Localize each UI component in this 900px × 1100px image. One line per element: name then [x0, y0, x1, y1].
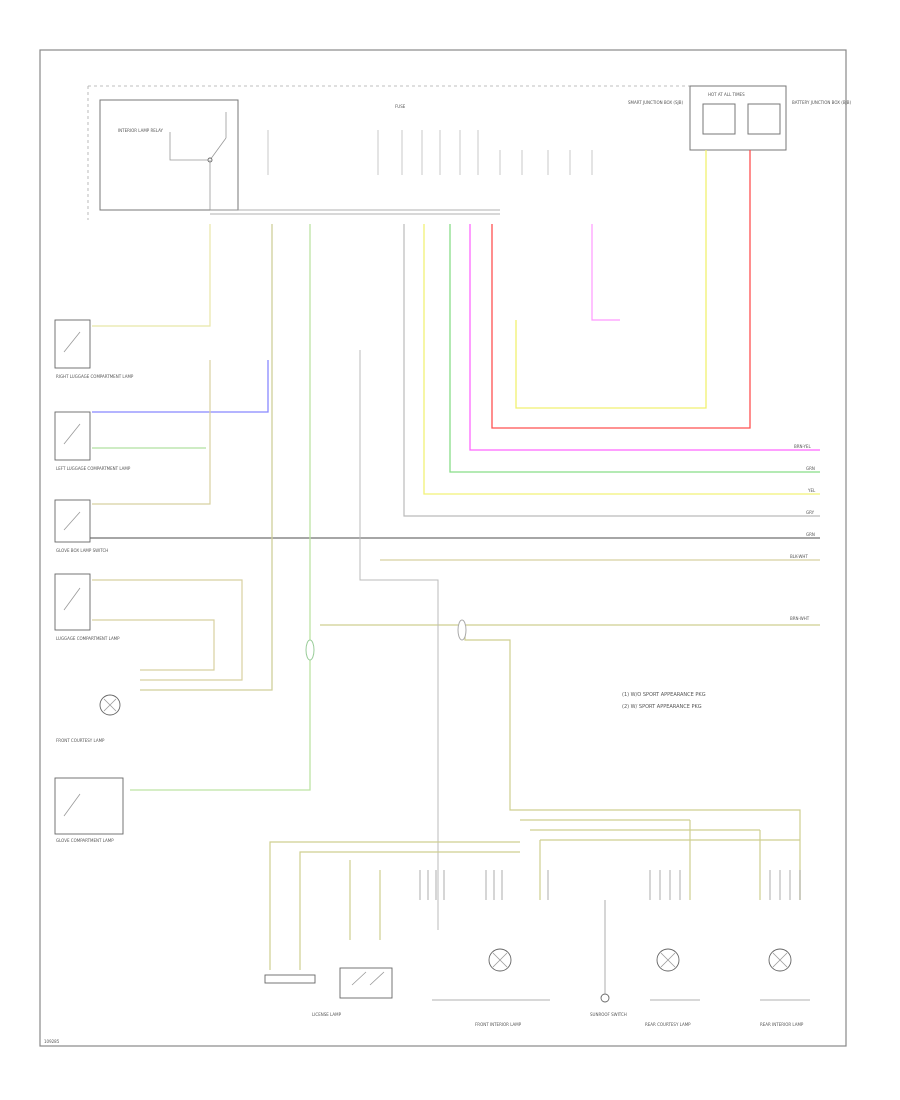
legend-item-2: (2) W/ SPORT APPEARANCE PKG — [622, 704, 702, 710]
glove-box-switch: GLOVE BOX LAMP SWITCH — [54, 499, 108, 553]
wire-bundle-2 — [92, 619, 215, 671]
front-interior-lamp: FRONT INTERIOR LAMP — [432, 948, 550, 1027]
wire-label-5: GRN — [806, 532, 815, 537]
wire-label-3: YEL — [807, 488, 816, 493]
fuse-right-note: BATTERY JUNCTION BOX (BJB) — [792, 100, 851, 105]
fuse-block-label: HOT AT ALL TIMES — [708, 92, 745, 97]
relay-coil — [169, 112, 227, 161]
diagram-frame — [39, 49, 847, 1047]
left-luggage-lamp: LEFT LUGGAGE COMPARTMENT LAMP — [54, 411, 131, 471]
wire-green-1 — [449, 224, 820, 473]
legend-item-1: (1) W/O SPORT APPEARANCE PKG — [622, 692, 706, 698]
rear-courtesy-lamp: REAR COURTESY LAMP — [645, 948, 700, 1027]
wire-tan-short — [92, 360, 211, 505]
glove-compartment-lamp: GLOVE COMPARTMENT LAMP — [54, 777, 124, 843]
wire-magenta — [469, 224, 820, 451]
wire-magenta-branch — [591, 224, 620, 321]
svg-text:REAR COURTESY LAMP: REAR COURTESY LAMP — [645, 1022, 691, 1027]
luggage-compartment-lamp: LUGGAGE COMPARTMENT LAMP — [54, 573, 120, 641]
connector-bank — [419, 870, 801, 900]
wire-label-6: BLK-WHT — [790, 554, 808, 559]
rear-interior-lamp: REAR INTERIOR LAMP — [760, 948, 810, 1027]
wire-lightgreen-vert — [130, 224, 311, 791]
wire-red — [491, 150, 751, 429]
front-courtesy-lamp: FRONT COURTESY LAMP — [56, 694, 121, 743]
svg-text:SUNROOF SWITCH: SUNROOF SWITCH — [590, 1012, 627, 1017]
wire-label-2: GRN — [806, 466, 815, 471]
wire-blue — [92, 360, 269, 413]
fuse-box-label: FUSE — [395, 104, 406, 109]
wire-yellow-vert — [92, 224, 211, 327]
sunroof-switch: SUNROOF SWITCH — [590, 900, 627, 1017]
wire-gray — [403, 224, 820, 517]
fuse-columns — [267, 130, 593, 175]
svg-text:LUGGAGE COMPARTMENT LAMP: LUGGAGE COMPARTMENT LAMP — [56, 636, 120, 641]
splice-2 — [457, 619, 467, 641]
license-lamp: LICENSE LAMP — [264, 967, 393, 1017]
fuse-block — [689, 85, 787, 151]
fuse-1 — [702, 103, 736, 135]
wire-yellow-2 — [423, 224, 820, 495]
fuse-bus-bar — [210, 209, 500, 215]
wire-label-1: BRN-YEL — [794, 444, 811, 449]
svg-text:REAR INTERIOR LAMP: REAR INTERIOR LAMP — [760, 1022, 804, 1027]
fuse-2 — [747, 103, 781, 135]
wire-olive-bottom — [269, 841, 520, 970]
svg-text:GLOVE BOX LAMP SWITCH: GLOVE BOX LAMP SWITCH — [56, 548, 108, 553]
wire-bundle-1 — [92, 579, 243, 681]
splice-1 — [305, 639, 315, 661]
svg-text:FRONT INTERIOR LAMP: FRONT INTERIOR LAMP — [475, 1022, 522, 1027]
wire-label-4: GRY — [806, 510, 815, 515]
relay-label: INTERIOR LAMP RELAY — [118, 128, 164, 133]
wire-yellow-top — [515, 150, 707, 409]
svg-text:FRONT COURTESY LAMP: FRONT COURTESY LAMP — [56, 738, 105, 743]
fuse-left-note: SMART JUNCTION BOX (SJB) — [628, 100, 683, 105]
svg-text:RIGHT LUGGAGE COMPARTMENT LAMP: RIGHT LUGGAGE COMPARTMENT LAMP — [56, 374, 134, 379]
footer-code: 109285 — [44, 1039, 60, 1044]
fuse-area-outline — [87, 85, 690, 220]
svg-text:GLOVE COMPARTMENT LAMP: GLOVE COMPARTMENT LAMP — [56, 838, 114, 843]
wire-gray-center — [359, 350, 439, 930]
wire-olive-right-bottom — [520, 819, 800, 900]
wire-olive-center — [464, 625, 801, 900]
svg-text:LICENSE LAMP: LICENSE LAMP — [312, 1012, 342, 1017]
wire-label-7: BRN-WHT — [790, 616, 810, 621]
right-luggage-lamp: RIGHT LUGGAGE COMPARTMENT LAMP — [54, 319, 134, 379]
relay-box — [99, 99, 239, 211]
svg-text:LEFT LUGGAGE COMPARTMENT LAMP: LEFT LUGGAGE COMPARTMENT LAMP — [56, 466, 131, 471]
wire-olive-vert — [140, 224, 273, 691]
